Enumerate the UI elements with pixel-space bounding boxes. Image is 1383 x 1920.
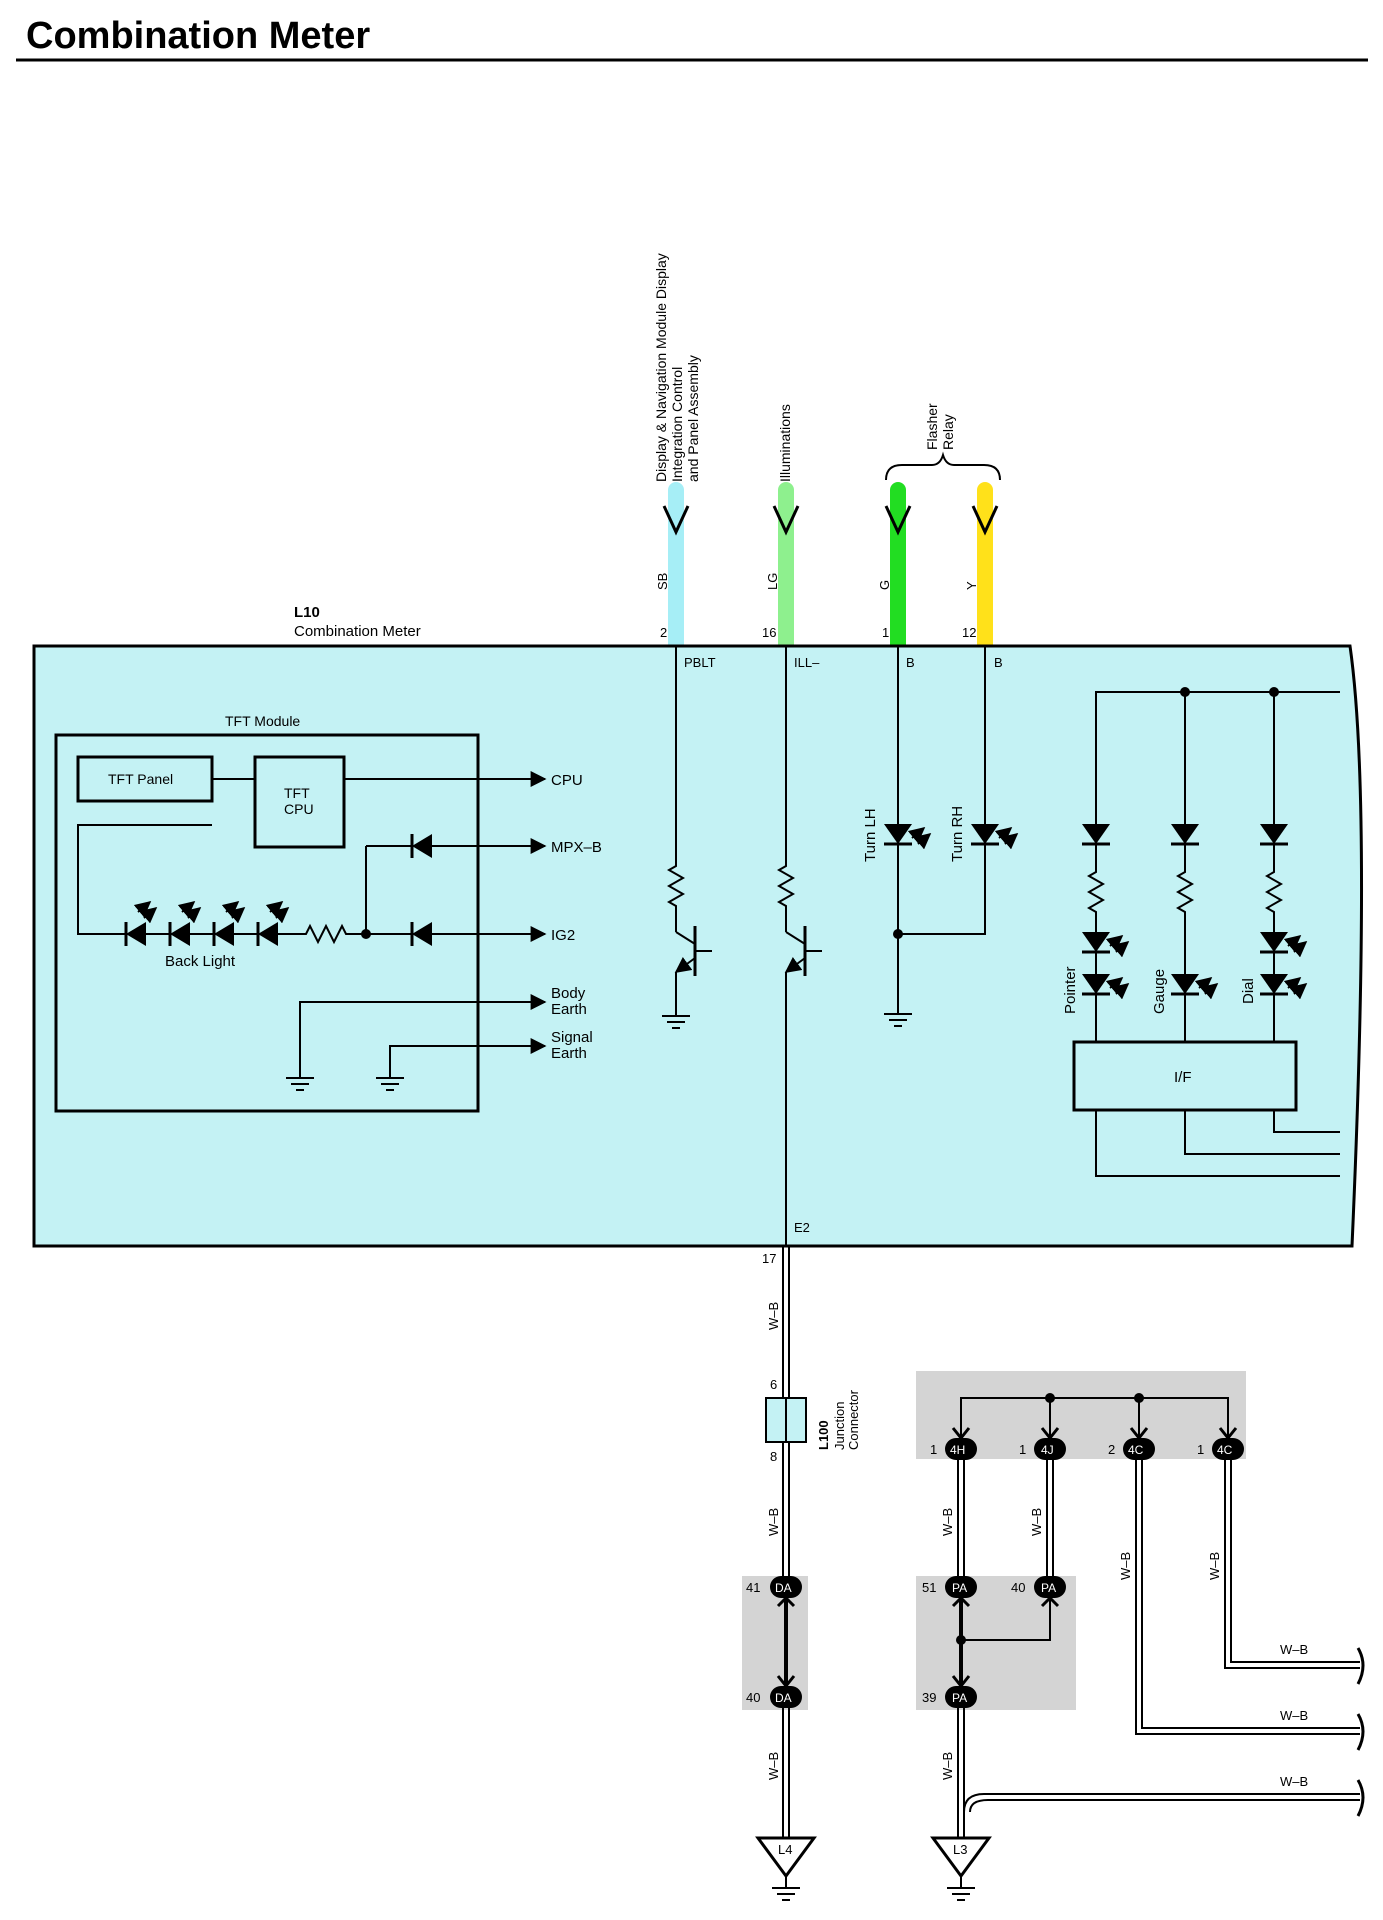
c4h-label: 4H — [950, 1443, 965, 1457]
pin-lg: 16 — [762, 625, 776, 640]
label-illuminations: Illuminations — [777, 404, 793, 482]
ground-l4-triangle — [755, 1836, 817, 1879]
c4h-connector — [945, 1438, 977, 1460]
da-top-label: DA — [775, 1581, 792, 1595]
ground-l4-icon — [771, 1875, 801, 1901]
label-relay: Relay — [940, 414, 956, 450]
wire-code-4c-a-h: W–B — [1280, 1708, 1308, 1723]
out-body-earth-2: Earth — [551, 1001, 587, 1018]
page-title: Combination Meter — [26, 15, 370, 57]
back-light-label: Back Light — [165, 953, 236, 970]
junction-name-2: Connector — [846, 1389, 861, 1450]
pa39-connector — [945, 1686, 977, 1708]
c4j-connector — [1034, 1438, 1066, 1460]
tft-module-label: TFT Module — [225, 713, 300, 729]
out-signal-earth-1: Signal — [551, 1029, 593, 1046]
flasher-brace — [885, 451, 1001, 481]
wire-code-l4-a: W–B — [766, 1508, 781, 1536]
label-flasher: Flasher — [924, 403, 940, 450]
backlight-resistor — [300, 923, 366, 945]
ground-l3-icon — [946, 1875, 976, 1901]
tft-cpu-label-2: CPU — [284, 801, 314, 817]
wire-code-e2: W–B — [766, 1302, 781, 1330]
wire-code-l3-h: W–B — [1280, 1774, 1308, 1789]
c4c-a-connector — [1123, 1438, 1155, 1460]
if-label: I/F — [1174, 1069, 1192, 1086]
wire-code-sb: SB — [655, 573, 670, 590]
meter-name: Combination Meter — [294, 623, 421, 640]
pa40-pin: 40 — [1011, 1580, 1025, 1595]
wire-code-g: G — [877, 580, 892, 590]
da-bottom-connector — [770, 1686, 802, 1708]
pa51-label: PA — [952, 1581, 967, 1595]
terminal-b-y: B — [994, 655, 1003, 670]
tft-panel-label: TFT Panel — [108, 771, 173, 787]
da-top-connector — [770, 1576, 802, 1598]
tft-cpu-label-1: TFT — [284, 785, 310, 801]
wire-code-l3: W–B — [940, 1752, 955, 1780]
da-bottom-label: DA — [775, 1691, 792, 1705]
ground-l3-triangle — [930, 1836, 992, 1879]
tft-cpu-box — [253, 755, 346, 849]
pin-e2: 17 — [762, 1251, 776, 1266]
wire-code-l4-b: W–B — [766, 1752, 781, 1780]
junction-id: L100 — [816, 1420, 831, 1450]
pa39-label: PA — [952, 1691, 967, 1705]
wire-code-4j: W–B — [1029, 1508, 1044, 1536]
label-display-nav-1: Display & Navigation Module Display — [653, 253, 669, 482]
label-display-nav-2: Integration Control — [669, 367, 685, 482]
c4c-b-connector — [1212, 1438, 1244, 1460]
out-ig2: IG2 — [551, 927, 575, 944]
out-signal-earth-2: Earth — [551, 1045, 587, 1062]
da-top-pin: 41 — [746, 1580, 760, 1595]
junction-pin-in: 6 — [770, 1377, 777, 1392]
c4c-b-label: 4C — [1217, 1443, 1233, 1457]
c4c-b-pin: 1 — [1197, 1442, 1204, 1457]
ground-l4-label: L4 — [778, 1842, 792, 1857]
meter-id: L10 — [294, 604, 320, 621]
wire-code-4c-b: W–B — [1207, 1552, 1222, 1580]
pin-y: 12 — [962, 625, 976, 640]
junction-pin-out: 8 — [770, 1449, 777, 1464]
terminal-b-g: B — [906, 655, 915, 670]
c4j-pin: 1 — [1019, 1442, 1026, 1457]
c4j-label: 4J — [1041, 1443, 1054, 1457]
ground-l3-label: L3 — [953, 1842, 967, 1857]
terminal-ill: ILL– — [794, 655, 820, 670]
da-connector-block — [742, 1576, 808, 1710]
out-body-earth-1: Body — [551, 985, 586, 1002]
turn-lh-label: Turn LH — [862, 808, 879, 862]
wire-code-4h: W–B — [940, 1508, 955, 1536]
c4c-a-pin: 2 — [1108, 1442, 1115, 1457]
label-display-nav-3: and Panel Assembly — [685, 355, 701, 482]
wire-code-4c-a: W–B — [1118, 1552, 1133, 1580]
connector-chevrons — [662, 505, 999, 536]
da-bottom-pin: 40 — [746, 1690, 760, 1705]
terminal-pblt: PBLT — [684, 655, 716, 670]
wire-code-y: Y — [964, 581, 979, 590]
pin-g: 1 — [882, 625, 889, 640]
out-mpxb: MPX–B — [551, 839, 602, 856]
junction-name-1: Junction — [832, 1402, 847, 1450]
pa51-connector — [945, 1576, 977, 1598]
pa40-connector — [1034, 1576, 1066, 1598]
c4h-pin: 1 — [930, 1442, 937, 1457]
pointer-label: Pointer — [1062, 966, 1079, 1014]
dial-label: Dial — [1240, 978, 1257, 1004]
combination-meter-body — [32, 644, 1364, 1248]
pa51-pin: 51 — [922, 1580, 936, 1595]
terminal-e2: E2 — [794, 1220, 810, 1235]
wire-code-lg: LG — [765, 573, 780, 590]
c4c-a-label: 4C — [1128, 1443, 1144, 1457]
pin-sb: 2 — [660, 625, 667, 640]
gauge-label: Gauge — [1151, 969, 1168, 1014]
wire-code-4c-b-h: W–B — [1280, 1642, 1308, 1657]
out-cpu: CPU — [551, 772, 583, 789]
pa39-pin: 39 — [922, 1690, 936, 1705]
tft-module-box — [54, 733, 480, 1113]
pa40-label: PA — [1041, 1581, 1056, 1595]
turn-rh-label: Turn RH — [949, 806, 966, 862]
